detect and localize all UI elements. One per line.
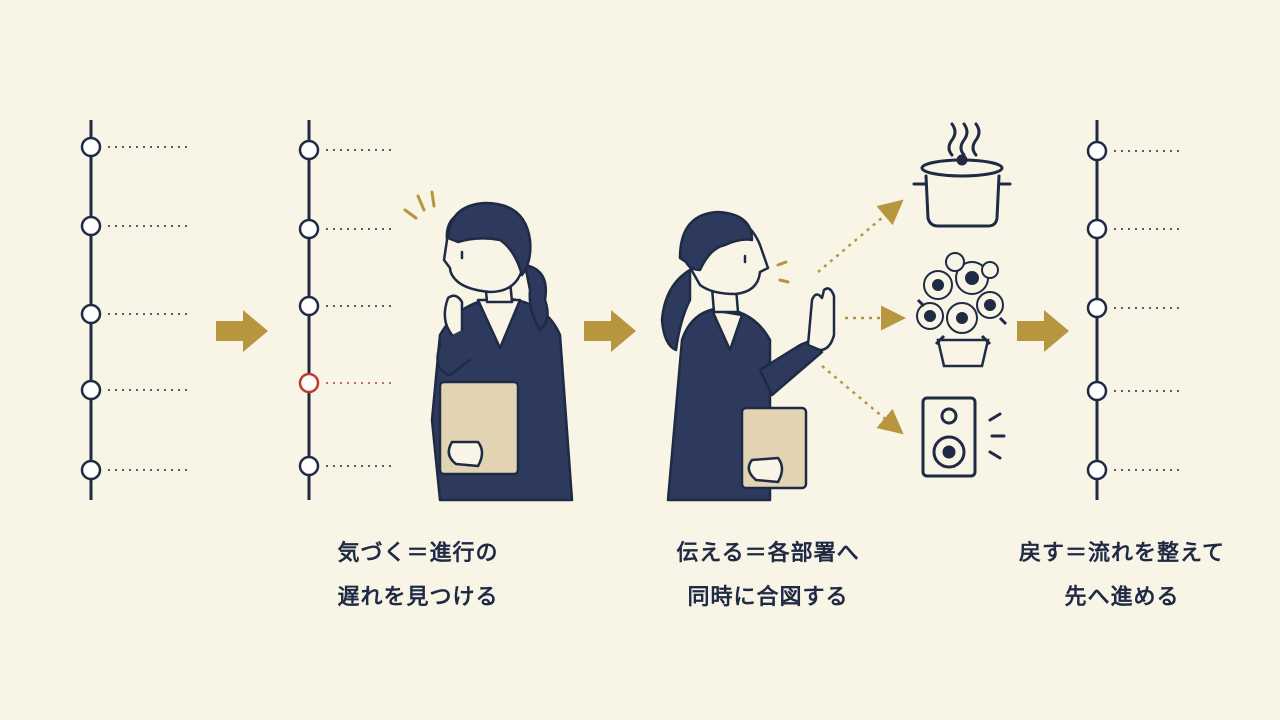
timeline-node — [80, 459, 188, 481]
woman-signaling-illustration — [660, 210, 836, 502]
speaker-icon — [921, 396, 1006, 478]
timeline-node — [1086, 380, 1184, 402]
timeline-node — [298, 455, 392, 477]
timeline-node — [298, 139, 392, 161]
timeline-node — [80, 303, 188, 325]
timeline-node — [80, 136, 188, 158]
delayed-node — [298, 372, 392, 394]
timeline-delay — [298, 120, 392, 500]
caption-restore-line1: 戻す＝流れを整えて — [1019, 541, 1225, 566]
timeline-node — [80, 379, 188, 401]
caption-restore: 戻す＝流れを整えて 先へ進める — [1002, 532, 1242, 620]
signal-arrows — [817, 199, 906, 435]
timeline-node — [298, 218, 392, 240]
woman-noticing-illustration — [403, 190, 574, 502]
timeline-original — [80, 120, 188, 500]
caption-communicate: 伝える＝各部署へ 同時に合図する — [648, 532, 888, 620]
timeline-node — [1086, 140, 1184, 162]
flower-arrangement-icon — [916, 252, 1008, 368]
timeline-node — [80, 215, 188, 237]
timeline-node — [298, 295, 392, 317]
caption-communicate-line2: 同時に合図する — [687, 585, 849, 610]
cooking-pot-icon — [912, 122, 1012, 228]
timeline-restored — [1086, 120, 1184, 500]
caption-restore-line2: 先へ進める — [1064, 585, 1180, 610]
flow-arrow-icon — [216, 310, 268, 352]
flow-arrow-icon — [584, 310, 636, 352]
caption-notice: 気づく＝進行の 遅れを見つける — [298, 532, 538, 620]
flow-arrow-icon — [1017, 310, 1069, 352]
timeline-node — [1086, 297, 1184, 319]
timeline-node — [1086, 218, 1184, 240]
caption-notice-line1: 気づく＝進行の — [337, 541, 499, 566]
notice-spark-icon — [403, 190, 436, 220]
timeline-node — [1086, 459, 1184, 481]
caption-notice-line2: 遅れを見つける — [337, 585, 499, 610]
caption-communicate-line1: 伝える＝各部署へ — [676, 541, 860, 566]
